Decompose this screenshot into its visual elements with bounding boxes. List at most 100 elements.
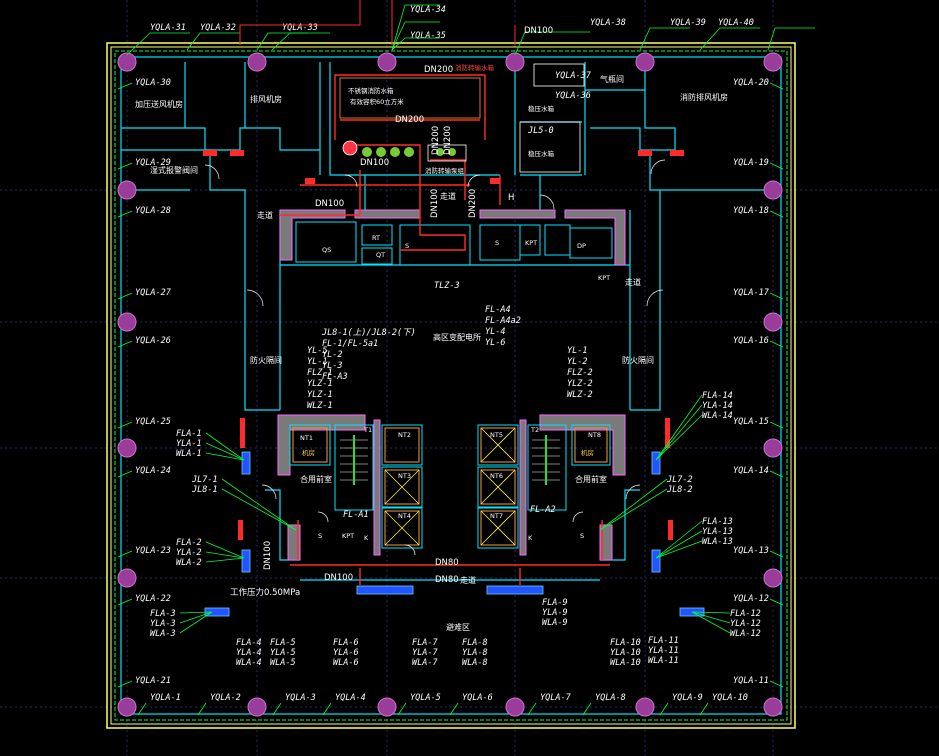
riser-center-left-0: JL8-1(上)/JL8-2(下)	[321, 327, 416, 338]
riser-right-b-1: JL8-2	[666, 485, 693, 495]
core-tag-8: KPT	[342, 532, 354, 540]
left-leader-3	[117, 292, 133, 300]
room-label-fire-room-left: 防火隔间	[250, 355, 282, 365]
bottom-leader-9	[699, 702, 709, 716]
bottom-label-3: YQLA-4	[335, 693, 366, 703]
riser-bottom_7-0: FLA-10	[610, 638, 641, 648]
core-tag-18: T2	[530, 426, 539, 434]
right-label-6: YQLA-14	[733, 466, 769, 476]
core-tag-19: S	[318, 532, 322, 540]
riser-right-a-leader-2	[655, 414, 703, 461]
room-label-corridor-bottom: 走道	[460, 575, 476, 585]
column-3	[247, 697, 267, 717]
right-label-2: YQLA-18	[733, 206, 769, 216]
core-tag-4: S	[495, 239, 499, 247]
fire-pipes	[280, 74, 610, 585]
column-1	[117, 697, 137, 717]
top-label-0: YQLA-31	[150, 23, 186, 33]
column-9	[635, 697, 655, 717]
room-label-gas-room: 气瓶间	[600, 74, 624, 84]
riser-center-left-col-3: YLZ-1	[307, 379, 333, 389]
column-8	[635, 52, 655, 72]
riser-left-a-0: FLA-1	[176, 429, 202, 439]
riser-center-left-col-1: YL-1	[307, 357, 327, 367]
left-label-2: YQLA-28	[135, 206, 171, 216]
room-label-corridor-right: 走道	[625, 277, 641, 287]
right-label-4: YQLA-16	[733, 336, 769, 346]
left-leader-8	[117, 598, 133, 606]
top-label-6: YQLA-38	[590, 18, 626, 28]
bottom-label-6: YQLA-7	[540, 693, 572, 703]
riser-left-c-leader-1	[205, 551, 245, 559]
top-label-3: YQLA-34	[410, 5, 446, 15]
column-15	[763, 312, 783, 332]
left-leader-9	[117, 680, 133, 688]
riser-bottom_8-1: YLA-11	[648, 646, 679, 656]
core-tag-15: NT7	[490, 512, 503, 520]
left-label-9: YQLA-21	[135, 676, 171, 686]
top-leader-1	[186, 32, 240, 51]
room-label-pressurize-fan-left: 加压送风机房	[135, 99, 183, 109]
riser-bottom_5-1: YLA-8	[462, 648, 488, 658]
riser-center-left-2: YL-2	[322, 350, 342, 360]
riser-bottom_2-1: YLA-5	[270, 648, 296, 658]
riser-right-d-2: WLA-12	[730, 629, 761, 639]
pipe-label-dn100-left: DN100	[263, 541, 273, 570]
pump-equipment	[342, 140, 467, 162]
riser-bottom_8-2: WLA-11	[648, 656, 679, 666]
top-label-2: YQLA-33	[282, 23, 318, 33]
column-14	[117, 312, 137, 332]
riser-right-b-leader-1	[599, 488, 668, 531]
pipe-label-dn100-core: DN100	[315, 199, 344, 209]
core-tag-12: NT4	[398, 512, 411, 520]
riser-left-a-leader-2	[205, 452, 245, 461]
column-7	[505, 697, 525, 717]
room-label-corridor-center: 走道	[440, 191, 456, 201]
pipe-label-dn200-top: DN200	[424, 65, 453, 75]
column-17	[763, 438, 783, 458]
right-label-1: YQLA-19	[733, 158, 769, 168]
riser-bottom_4-1: YLA-7	[412, 648, 438, 658]
room-label-tank1: 稳压水箱	[528, 104, 555, 113]
bottom-leader-8	[659, 702, 669, 716]
room-label-combined-left: 合用前室	[300, 474, 332, 484]
riser-tlz: TLZ-3	[434, 281, 460, 291]
core-tag-11: NT3	[398, 472, 411, 480]
bottom-label-0: YQLA-1	[150, 693, 181, 703]
riser-left-a-2: WLA-1	[176, 449, 202, 459]
elevator-cars	[292, 427, 608, 546]
room-label-mech-right: 机房	[581, 448, 594, 457]
core-tag-21: K	[364, 534, 369, 542]
riser-right-c-leader-1	[655, 530, 703, 559]
column-5	[377, 697, 397, 717]
riser-labels: JL8-1(上)/JL8-2(下)FL-1/FL-5a1YL-2YL-3FL-A…	[150, 281, 761, 668]
riser-left-d-leader-2	[179, 611, 213, 634]
riser-center-right-3: YL-6	[485, 338, 505, 348]
core-tag-13: NT5	[490, 431, 503, 439]
pipe-label-dn80-a: DN80	[435, 558, 459, 568]
riser-right-b-0: JL7-2	[666, 475, 693, 485]
left-leader-6	[117, 470, 133, 478]
right-leader-4	[769, 340, 784, 348]
room-label-pressurize-fan-right: 消防排风机房	[680, 92, 728, 102]
riser-left-c-0: FLA-2	[176, 538, 202, 548]
bottom-leader-7	[582, 702, 592, 716]
top-label-1: YQLA-32	[200, 23, 236, 33]
riser-right-b-leader-0	[599, 478, 668, 531]
stair-arrows	[353, 435, 547, 485]
bottom-label-9: YQLA-10	[712, 693, 748, 703]
riser-center-left-col-0: YL-5	[307, 346, 327, 356]
riser-bottom_7-2: WLA-10	[610, 658, 641, 668]
riser-center-left-col-4: YLZ-1	[307, 390, 333, 400]
left-label-4: YQLA-26	[135, 336, 171, 346]
left-label-5: YQLA-25	[135, 417, 171, 427]
riser-left-b-0: JL7-1	[191, 475, 218, 485]
riser-center-left-1: FL-1/FL-5a1	[322, 339, 378, 349]
door-arcs	[204, 159, 666, 556]
core-tag-3: S	[405, 242, 409, 250]
riser-right-d-0: FLA-12	[730, 609, 761, 619]
bottom-leader-2	[272, 702, 282, 716]
core-tag-7: KPT	[598, 274, 610, 282]
top-label-4: YQLA-35	[410, 31, 446, 41]
room-label-refuge: 避难区	[446, 622, 470, 632]
